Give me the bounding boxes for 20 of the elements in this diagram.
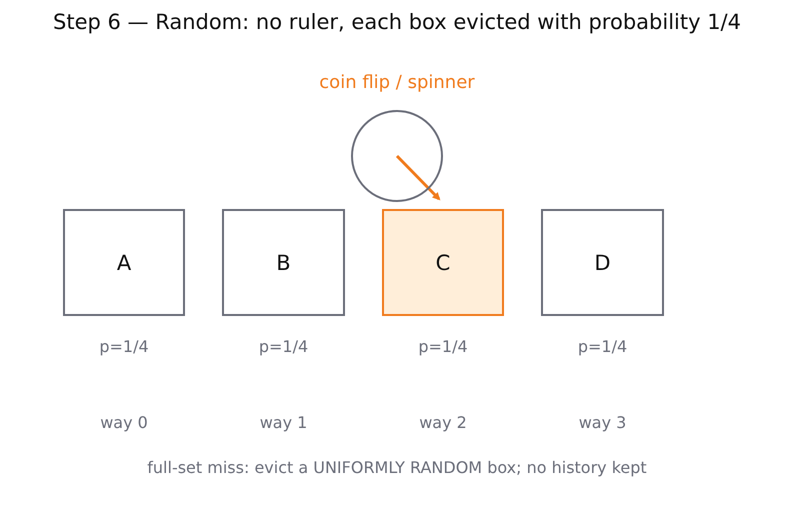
box-letter: A: [116, 250, 132, 274]
box-letter: D: [594, 250, 611, 274]
way-label: way 3: [578, 413, 628, 432]
diagram-title: Step 6 — Random: no ruler, each box evicted with probability 1/4: [52, 10, 742, 34]
evicted-box: [382, 209, 504, 316]
memory-box: [541, 209, 664, 316]
spinner-caption: coin flip / spinner: [318, 72, 476, 93]
way-label: way 1: [258, 413, 308, 432]
memory-box: [222, 209, 345, 316]
box-letter: C: [436, 250, 450, 274]
probability-label: p=1/4: [258, 337, 310, 356]
memory-box: [63, 209, 185, 316]
spinner-needle-arrow: [396, 154, 440, 200]
way-label: way 0: [99, 413, 149, 432]
box-letter: B: [276, 250, 291, 274]
way-label: way 2: [418, 413, 468, 432]
probability-label: p=1/4: [417, 337, 469, 356]
caption: full-set miss: evict a UNIFORMLY RANDOM box; no history kept: [146, 458, 648, 477]
probability-label: p=1/4: [98, 337, 150, 356]
probability-label: p=1/4: [576, 337, 628, 356]
